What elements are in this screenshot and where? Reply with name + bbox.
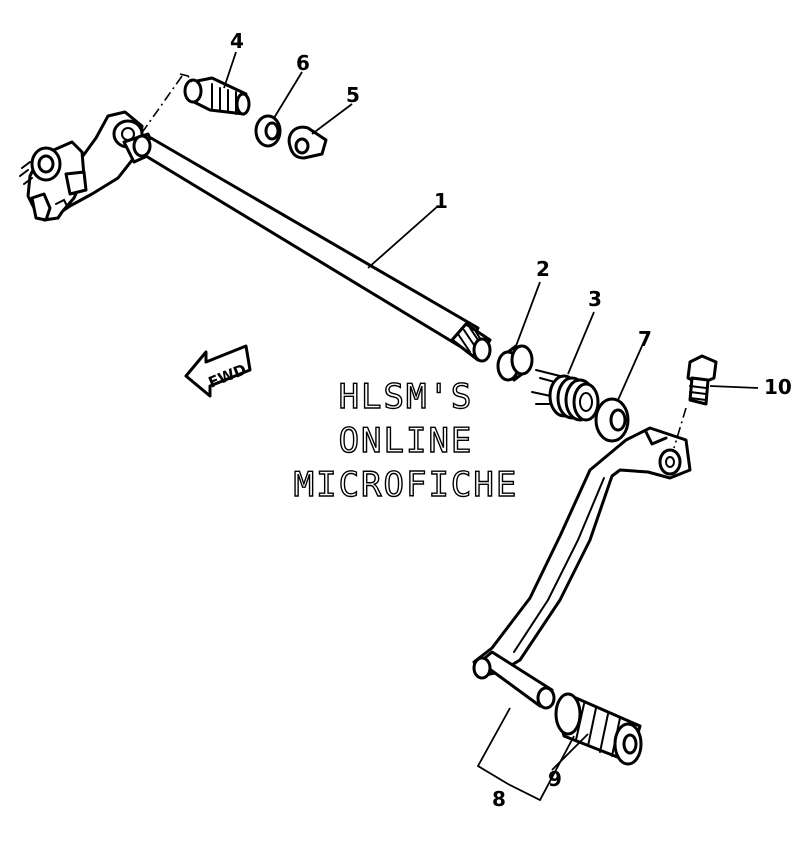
shift-arm-assembly [19, 110, 158, 222]
washer-part [254, 114, 282, 148]
fwd-arrow: FWD [184, 344, 252, 398]
pedal-rubber-part [554, 692, 643, 766]
callout-9: 9 [548, 767, 562, 791]
watermark-line-1: HLSM'S [339, 377, 474, 417]
spring-part [531, 369, 600, 422]
callout-4: 4 [230, 29, 244, 53]
watermark-line-2: ONLINE [339, 421, 474, 461]
bolt-part [686, 354, 718, 406]
callout-3: 3 [588, 287, 602, 311]
callout-8: 8 [492, 787, 506, 811]
callout-5: 5 [346, 83, 360, 107]
callout-numbers: 1 2 3 4 5 6 7 8 9 10 [230, 29, 792, 811]
collar-part [496, 344, 534, 382]
callout-1: 1 [434, 189, 448, 213]
callout-7: 7 [638, 327, 652, 351]
circlip-part [287, 125, 328, 160]
shift-pedal [472, 426, 692, 710]
pin-part [183, 76, 251, 116]
watermark-line-3: MICROFICHE [294, 465, 519, 505]
callout-2: 2 [536, 257, 550, 281]
shift-shaft [132, 134, 492, 363]
leader-lines [133, 51, 759, 802]
watermark: HLSM'S ONLINE MICROFICHE [293, 376, 519, 505]
callout-6: 6 [296, 51, 310, 75]
large-washer-part [594, 397, 630, 443]
callout-10: 10 [764, 375, 792, 399]
